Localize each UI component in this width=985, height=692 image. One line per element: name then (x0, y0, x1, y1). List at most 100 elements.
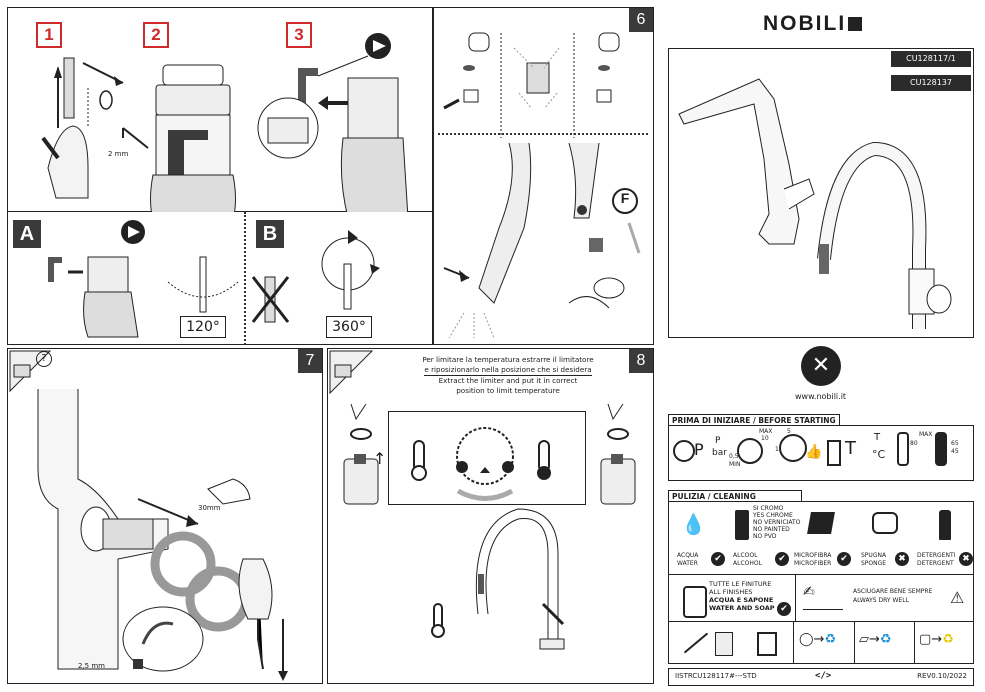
wrench-30mm-label: 30mm (198, 504, 221, 512)
footer-code: IISTRCU128117#---STD (675, 672, 757, 680)
thumbs-up-icon: 👍 (805, 444, 823, 460)
pressure-p2: P (715, 436, 721, 446)
step-7-badge: 7 (298, 349, 322, 373)
cleaning-vertical-divider-2 (793, 622, 794, 664)
hose-dispose-icon (683, 632, 709, 654)
min-value: 0,5 (729, 453, 739, 460)
cleaning-row-divider (669, 574, 973, 575)
chrome-note-4: NO PAINTED (753, 526, 790, 533)
chrome-note-5: NO PVD (753, 533, 777, 540)
angle-360-label: 360° (326, 316, 372, 338)
cleaning-vertical-divider-4 (914, 622, 915, 664)
all-finish-en: ALL FINISHES (709, 588, 753, 596)
limiter-cartridge-left (343, 403, 379, 505)
ok-check-icon: ✔ (711, 552, 725, 566)
product-code-1: CU128117/1 (891, 51, 971, 67)
angle-120-label: 120° (180, 316, 226, 338)
wrench-25mm-label: 2,5 mm (78, 662, 105, 670)
divider-dotted-step6 (438, 133, 648, 135)
soap-bottle-icon (683, 586, 707, 618)
sponge-en: SPONGE (861, 560, 887, 567)
det-it: DETERGENTI (917, 552, 956, 559)
footer-bar: IISTRCU128117#---STD </> REV0.10/2022 (668, 668, 974, 686)
no-cross-icon: ✖ (959, 552, 973, 566)
trash-bin-icon (757, 632, 777, 656)
no-cross-icon: ✖ (895, 552, 909, 566)
fortyfive-label: 45 (951, 448, 959, 455)
step-6-badge: 6 (629, 8, 653, 32)
all-finish-it: TUTTE LE FINITURE (709, 580, 772, 588)
cartridge-dispose-icon (715, 632, 733, 656)
step8-it-line2: e riposizionarlo nella posizione che si … (424, 365, 592, 376)
cleaning-vertical-divider-3 (854, 622, 855, 664)
chrome-notes: SI CROMO YES CHROME NO VERNICIATO NO PAI… (753, 505, 800, 540)
panel-step-8: 8 Per limitare la temperatura estrarre i… (327, 348, 654, 684)
product-image-box: CU128117/1 CU128137 (668, 48, 974, 338)
step-a-badge: A (13, 220, 41, 248)
before-starting-box: P P bar 0,5 MIN MAX 10 5 1 👍 T T °C 80 M… (668, 425, 974, 481)
limiter-insert-illustration (48, 220, 145, 338)
aerator-illustration (443, 32, 620, 138)
sixtyfive-label: 65 (951, 440, 959, 447)
up-arrow-icon: ↑ (373, 449, 387, 468)
faucet-product-photo (678, 78, 952, 329)
eighty-label: 80 (910, 440, 918, 447)
code-icon: </> (815, 671, 832, 681)
recycle-plastic-icon: ▢→♻ (919, 632, 954, 647)
faucet-disassembly-illustration (37, 389, 288, 681)
step-2-badge: 2 (143, 22, 169, 48)
detergent-bottle-icon (939, 510, 951, 540)
cartridge-step2-illustration (150, 64, 236, 221)
temp-t: T (845, 438, 856, 459)
disposal-icon (675, 628, 785, 658)
water-drops-icon: 💧 (681, 512, 706, 536)
step-3-badge: 3 (286, 22, 312, 48)
soap-en: WATER AND SOAP (709, 604, 775, 612)
step8-instructions: Per limitare la temperatura estrarre il … (388, 355, 628, 396)
max-value: 10 (761, 435, 769, 442)
water-it: ACQUA (677, 552, 699, 559)
step8-it-line1: Per limitare la temperatura estrarre il … (422, 355, 594, 364)
divider-dotted-vertical (244, 212, 246, 345)
max-label: MAX (759, 428, 773, 435)
microfiber-cloth-icon (807, 512, 835, 534)
pressure-bar: bar (712, 448, 727, 458)
cartridge-step3-illustration (257, 33, 409, 219)
step-8-badge: 8 (629, 349, 653, 373)
spray-bottle-icon (735, 510, 749, 540)
spray-head-illustration (443, 142, 641, 339)
pressure-gauge-icon (673, 440, 695, 462)
hand-drying-icon: ✍ (803, 584, 843, 610)
max2-label: MAX (919, 431, 933, 438)
panel-steps-123: 1 2 3 2 mm (7, 7, 433, 221)
gauge-5-icon (779, 434, 807, 462)
warning-icon: ⚠ (950, 588, 965, 607)
temp-t2: T (874, 432, 881, 443)
ok-check-icon: ✔ (775, 552, 789, 566)
recycle-carton-icon: ▱→♻ (859, 632, 892, 647)
temperature-dial-box (388, 411, 586, 505)
soap-text: TUTTE LE FINITURE ALL FINISHES ACQUA E S… (709, 580, 775, 612)
chrome-note-3: NO VERNICIATO (753, 519, 801, 526)
handle-120-illustration (167, 256, 239, 313)
cleaning-box: 💧 ACQUA WATER ✔ SI CROMO YES CHROME NO V… (668, 501, 974, 664)
temperature-dial-illustration (411, 427, 551, 501)
water-en: WATER (677, 560, 698, 567)
heater-thermometer-icon (827, 440, 841, 466)
micro-en: MICROFIBER (794, 560, 832, 567)
alcohol-it: ALCOOL (733, 552, 758, 559)
chrome-note-2: YES CHROME (753, 512, 793, 519)
ok-check-icon: ✔ (777, 602, 791, 616)
ok-check-icon: ✔ (837, 552, 851, 566)
faucet-step1-illustration (41, 57, 149, 199)
tools-icon: ✕ (801, 346, 841, 386)
footer-rev: REV0.10/2022 (917, 672, 967, 680)
step8-en-line1: Extract the limiter and put it in correc… (438, 376, 578, 385)
brand-logo: NOBILI (763, 12, 863, 36)
panel-step-7: 7 ? 30mm 2,5 mm (7, 348, 323, 684)
step-b-badge: B (256, 220, 284, 248)
question-icon: ? (36, 351, 52, 367)
recycle-metal-icon: ◯→♻ (799, 632, 837, 647)
step8-en-line2: position to limit temperature (456, 386, 560, 395)
brand-mark-icon (848, 17, 863, 31)
